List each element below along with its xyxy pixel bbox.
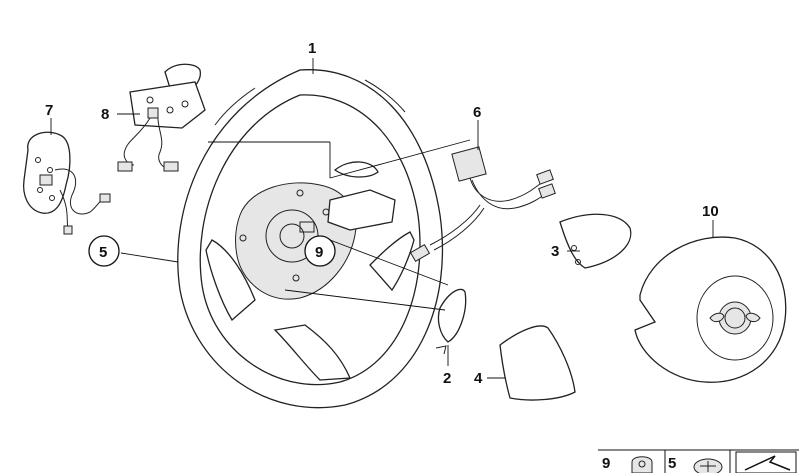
part-4-lower-trim[interactable] [499, 325, 576, 401]
callout-5-circle: 5 [88, 235, 120, 267]
callout-5: 5 [99, 244, 107, 261]
part-10-airbag[interactable] [634, 236, 787, 383]
steering-wheel[interactable] [177, 69, 444, 409]
callout-9-circle: 9 [304, 235, 336, 267]
callout-7: 7 [45, 102, 53, 119]
callout-3: 3 [551, 243, 559, 260]
part-2-trim-cap[interactable] [435, 288, 467, 355]
legend-screw-icon [693, 458, 723, 473]
callout-4: 4 [474, 370, 483, 387]
part-3-trim-cover[interactable] [559, 213, 632, 269]
callout-9: 9 [315, 244, 323, 261]
callout-1: 1 [308, 40, 316, 57]
legend-clip-icon [631, 456, 653, 473]
legend-label-9: 9 [602, 455, 610, 472]
callout-8: 8 [101, 106, 109, 123]
part-7-switch-left[interactable] [22, 131, 111, 235]
legend-strip: 9 5 [598, 449, 799, 473]
part-8-switch-right[interactable] [117, 63, 206, 172]
legend-label-5: 5 [668, 455, 676, 472]
callout-10: 10 [702, 203, 719, 220]
part-6-wiring-harness[interactable] [409, 146, 556, 263]
leader-lines [50, 58, 714, 379]
callout-6: 6 [473, 104, 481, 121]
callouts: 1 6 7 8 3 10 2 4 5 9 [45, 40, 719, 387]
callout-2: 2 [443, 370, 451, 387]
arrow-icon [735, 451, 797, 473]
